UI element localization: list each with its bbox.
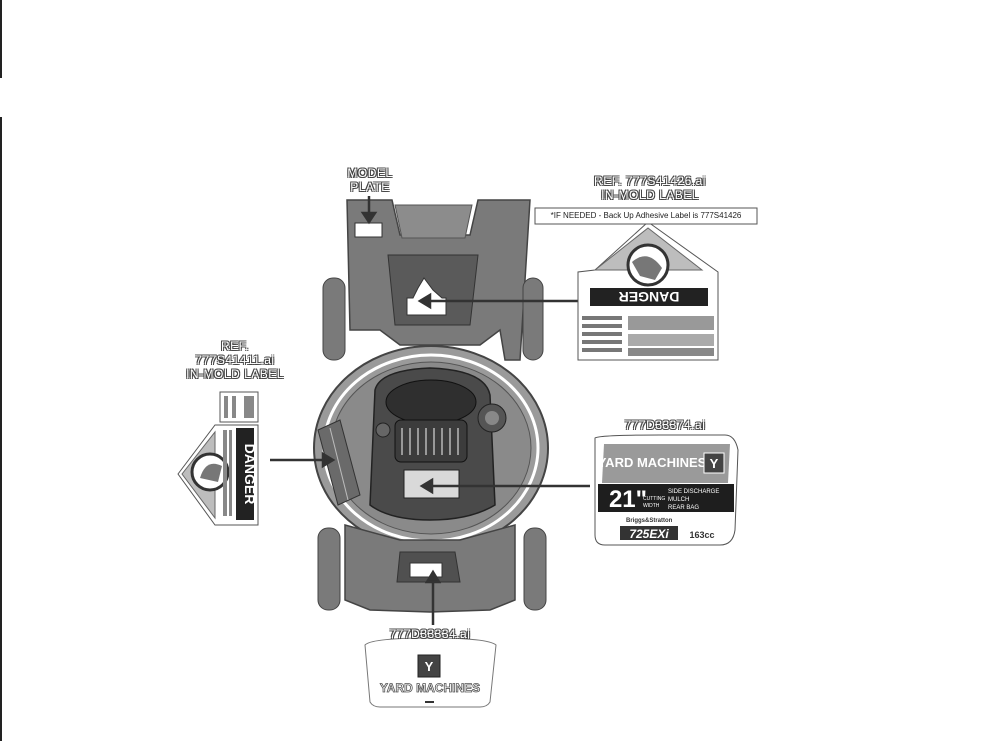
rear-brand-label: Y YARD MACHINES [364,637,497,708]
engine-brand: Briggs&Stratton [626,518,673,524]
model-plate-line-2: PLATE [350,180,390,194]
model-plate-line-1: MODEL [347,166,393,180]
model-plate [354,222,383,238]
mode-3: REAR BAG [668,505,699,511]
left-border-top [0,0,2,78]
bottom-label-part-number: 777D33334.ai [389,627,471,641]
displacement: 163cc [689,530,714,540]
ref-top-line-1: REF. 777S41426.ai [594,174,706,188]
danger-label-top: DANGER [577,221,719,361]
engine [369,367,507,521]
right-label-part-number: 777D33374.ai [624,418,706,432]
rear-brand-name: YARD MACHINES [380,681,480,695]
wheel-rear-left [322,277,346,361]
if-needed-box [534,207,758,225]
ref-left-line-3: IN-MOLD LABEL [186,367,284,381]
callout-arrows [270,196,590,625]
brand-name: YARD MACHINES [598,455,707,470]
ref-top-line-2: IN-MOLD LABEL [601,188,699,202]
brand-label: YARD MACHINES Y 21" CUTTING WIDTH SIDE D… [594,434,739,546]
rear-label-spot [409,562,443,578]
danger-label-left: DANGER [177,391,259,526]
ref-left-label: REF. 777S41411.ai IN-MOLD LABEL [170,339,300,381]
engine-model: 725EXi [629,527,669,541]
ref-left-line-2: 777S41411.ai [195,353,275,367]
wheel-rear-right [522,277,544,361]
mode-2: MULCH [668,497,689,503]
svg-text:Y: Y [710,456,719,471]
left-border-bottom [0,117,2,741]
wheel-front-right [523,527,547,611]
danger-word-top: DANGER [619,289,680,305]
mower-rear-housing [346,199,531,361]
cutting-size: 21" [609,486,647,513]
model-plate-label: MODEL PLATE [335,166,405,194]
if-needed-text: *IF NEEDED - Back Up Adhesive Label is 7… [550,211,742,220]
wheel-front-left [317,527,341,611]
ref-top-label: REF. 777S41426.ai IN-MOLD LABEL [560,174,740,202]
cutting-label-1: CUTTING [643,496,665,502]
ref-left-line-1: REF. [220,339,249,353]
svg-text:Y: Y [425,659,434,674]
danger-word-left: DANGER [242,444,258,505]
mower-front-deck [344,524,516,613]
mode-1: SIDE DISCHARGE [668,489,719,495]
cutting-label-2: WIDTH [643,503,660,509]
